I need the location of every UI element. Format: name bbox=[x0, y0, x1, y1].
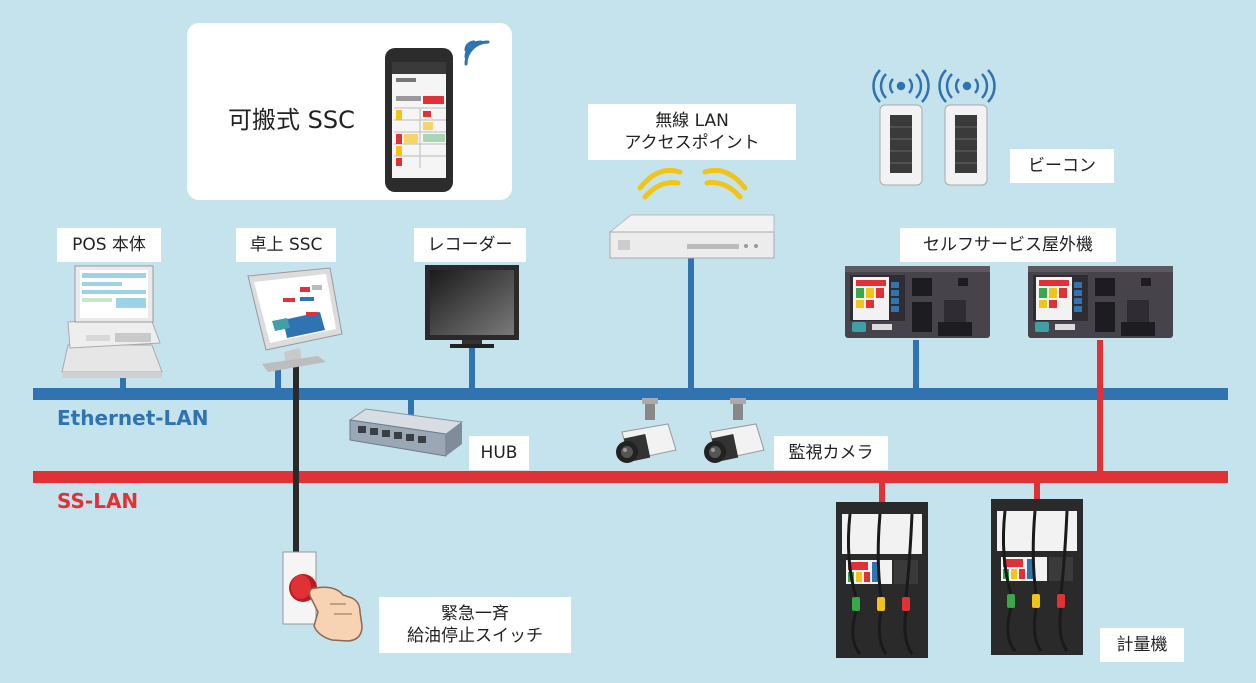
beacon-label: ビーコン bbox=[1010, 149, 1114, 183]
smartphone-icon bbox=[385, 48, 453, 192]
fuel-dispenser-2 bbox=[991, 499, 1083, 655]
emergency-switch-label-line1: 緊急一斉 bbox=[441, 604, 509, 624]
beacon-signal-icon bbox=[872, 69, 996, 103]
access-point-icon bbox=[608, 214, 775, 259]
ethernet-lan-label: Ethernet-LAN bbox=[57, 406, 209, 430]
fuel-dispenser-1 bbox=[836, 502, 928, 658]
hand-icon bbox=[308, 586, 363, 642]
hub-label: HUB bbox=[469, 436, 529, 470]
ss-lan-lines bbox=[33, 340, 1228, 503]
security-camera-2 bbox=[704, 398, 765, 463]
ss-lan-label: SS-LAN bbox=[57, 489, 139, 513]
recorder-monitor-icon bbox=[425, 265, 519, 348]
camera-label: 監視カメラ bbox=[774, 436, 888, 470]
desktop-ssc-icon bbox=[247, 267, 343, 372]
beacon-device-2 bbox=[944, 104, 988, 186]
hub-icon bbox=[348, 408, 464, 457]
self-service-outdoor-unit-1 bbox=[845, 266, 990, 338]
self-service-outdoor-unit-2 bbox=[1028, 266, 1173, 338]
beacon-device-1 bbox=[879, 104, 923, 186]
emergency-switch-label-line2: 給油停止スイッチ bbox=[407, 626, 543, 646]
phone-wifi-icon bbox=[464, 40, 490, 66]
pos-label: POS 本体 bbox=[57, 228, 161, 262]
emergency-switch-label: 緊急一斉 給油停止スイッチ bbox=[379, 597, 571, 653]
desktop-ssc-label: 卓上 SSC bbox=[236, 228, 336, 262]
ap-signal-icon bbox=[637, 167, 748, 200]
wireless-lan-label-line2: アクセスポイント bbox=[624, 133, 760, 153]
self-service-outdoor-label: セルフサービス屋外機 bbox=[900, 228, 1116, 262]
wireless-lan-label-line1: 無線 LAN bbox=[655, 111, 729, 131]
recorder-label: レコーダー bbox=[414, 228, 526, 262]
wireless-lan-label: 無線 LAN アクセスポイント bbox=[588, 104, 796, 160]
pos-terminal-icon bbox=[61, 265, 163, 378]
dispenser-label: 計量機 bbox=[1100, 628, 1184, 662]
security-camera-1 bbox=[616, 398, 677, 463]
ethernet-lines bbox=[33, 258, 1228, 416]
portable-ssc-label: 可搬式 SSC bbox=[228, 106, 355, 134]
